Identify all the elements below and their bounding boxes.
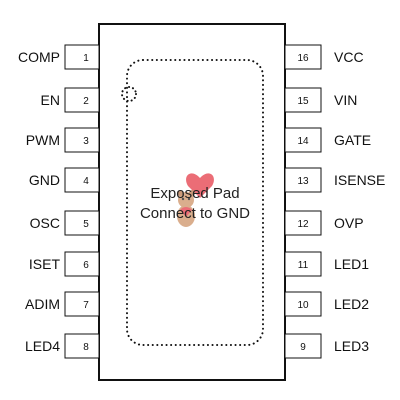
pin-box xyxy=(64,44,100,70)
pin-box xyxy=(64,251,100,277)
pin-name: COMP xyxy=(18,49,60,65)
pin-name: VCC xyxy=(334,49,364,65)
pin-number: 9 xyxy=(300,342,306,353)
pin-box xyxy=(64,127,100,153)
pin-right-14: 14 GATE xyxy=(284,127,371,153)
pin-number: 4 xyxy=(83,176,89,187)
pin-box xyxy=(64,291,100,317)
pin-left-8: 8 LED4 xyxy=(25,333,100,359)
pin-box xyxy=(284,251,322,277)
pin-number: 10 xyxy=(297,300,309,311)
pin-right-10: 10 LED2 xyxy=(284,291,369,317)
pin-name: OSC xyxy=(30,215,60,231)
pin-box xyxy=(284,44,322,70)
exposed-pad-label-line2: Connect to GND xyxy=(140,205,250,222)
pin-right-12: 12 OVP xyxy=(284,210,364,236)
pin-box xyxy=(284,210,322,236)
pin-number: 13 xyxy=(297,176,309,187)
pin-box xyxy=(284,333,322,359)
pin-name: VIN xyxy=(334,92,357,108)
pin-number: 6 xyxy=(83,260,89,271)
pin-box xyxy=(64,210,100,236)
pin-name: PWM xyxy=(26,132,60,148)
pin-name: ISET xyxy=(29,256,61,272)
pin-number: 15 xyxy=(297,96,309,107)
pin-name: LED1 xyxy=(334,256,369,272)
pin-name: GND xyxy=(29,172,60,188)
pin-number: 3 xyxy=(83,136,89,147)
pin-box xyxy=(64,87,100,113)
pin-left-1: 1 COMP xyxy=(18,44,100,70)
pin-name: OVP xyxy=(334,215,364,231)
pin-name: LED2 xyxy=(334,296,369,312)
pin-left-5: 5 OSC xyxy=(30,210,100,236)
pin-name: ISENSE xyxy=(334,172,385,188)
pin-left-2: 2 EN xyxy=(41,87,100,113)
pin-number: 8 xyxy=(83,342,89,353)
pin-left-6: 6 ISET xyxy=(29,251,100,277)
pin-number: 2 xyxy=(83,96,89,107)
pin-right-15: 15 VIN xyxy=(284,87,357,113)
pin-right-16: 16 VCC xyxy=(284,44,364,70)
pin-number: 1 xyxy=(83,53,89,64)
pin-right-9: 9 LED3 xyxy=(284,333,369,359)
pin-number: 14 xyxy=(297,136,309,147)
pin-name: LED3 xyxy=(334,338,369,354)
pin-box xyxy=(284,127,322,153)
pin-name: LED4 xyxy=(25,338,60,354)
pin-right-11: 11 LED1 xyxy=(284,251,369,277)
pin-number: 12 xyxy=(297,219,309,230)
pin-number: 5 xyxy=(83,219,89,230)
pin-box xyxy=(284,167,322,193)
pin-right-13: 13 ISENSE xyxy=(284,167,385,193)
pin-number: 7 xyxy=(83,300,89,311)
pin-box xyxy=(284,87,322,113)
pin-box xyxy=(64,167,100,193)
pin-left-3: 3 PWM xyxy=(26,127,100,153)
pin-left-4: 4 GND xyxy=(29,167,100,193)
pin1-marker xyxy=(121,86,137,102)
pin-name: EN xyxy=(41,92,60,108)
left-pins: 1 COMP 2 EN 3 PWM 4 GND 5 OSC 6 ISET xyxy=(18,44,100,359)
teddy-bear-heart-icon xyxy=(177,173,214,227)
right-pins: 16 VCC 15 VIN 14 GATE 13 ISENSE 12 OVP 1… xyxy=(284,44,385,359)
pin-number: 11 xyxy=(298,260,309,271)
pin-box xyxy=(284,291,322,317)
pin-box xyxy=(64,333,100,359)
exposed-pad-outline xyxy=(126,59,264,346)
pin-name: ADIM xyxy=(25,296,60,312)
pin-left-7: 7 ADIM xyxy=(25,291,100,317)
exposed-pad-label-line1: Exposed Pad xyxy=(150,185,239,202)
pin-name: GATE xyxy=(334,132,371,148)
pin-number: 16 xyxy=(297,53,309,64)
